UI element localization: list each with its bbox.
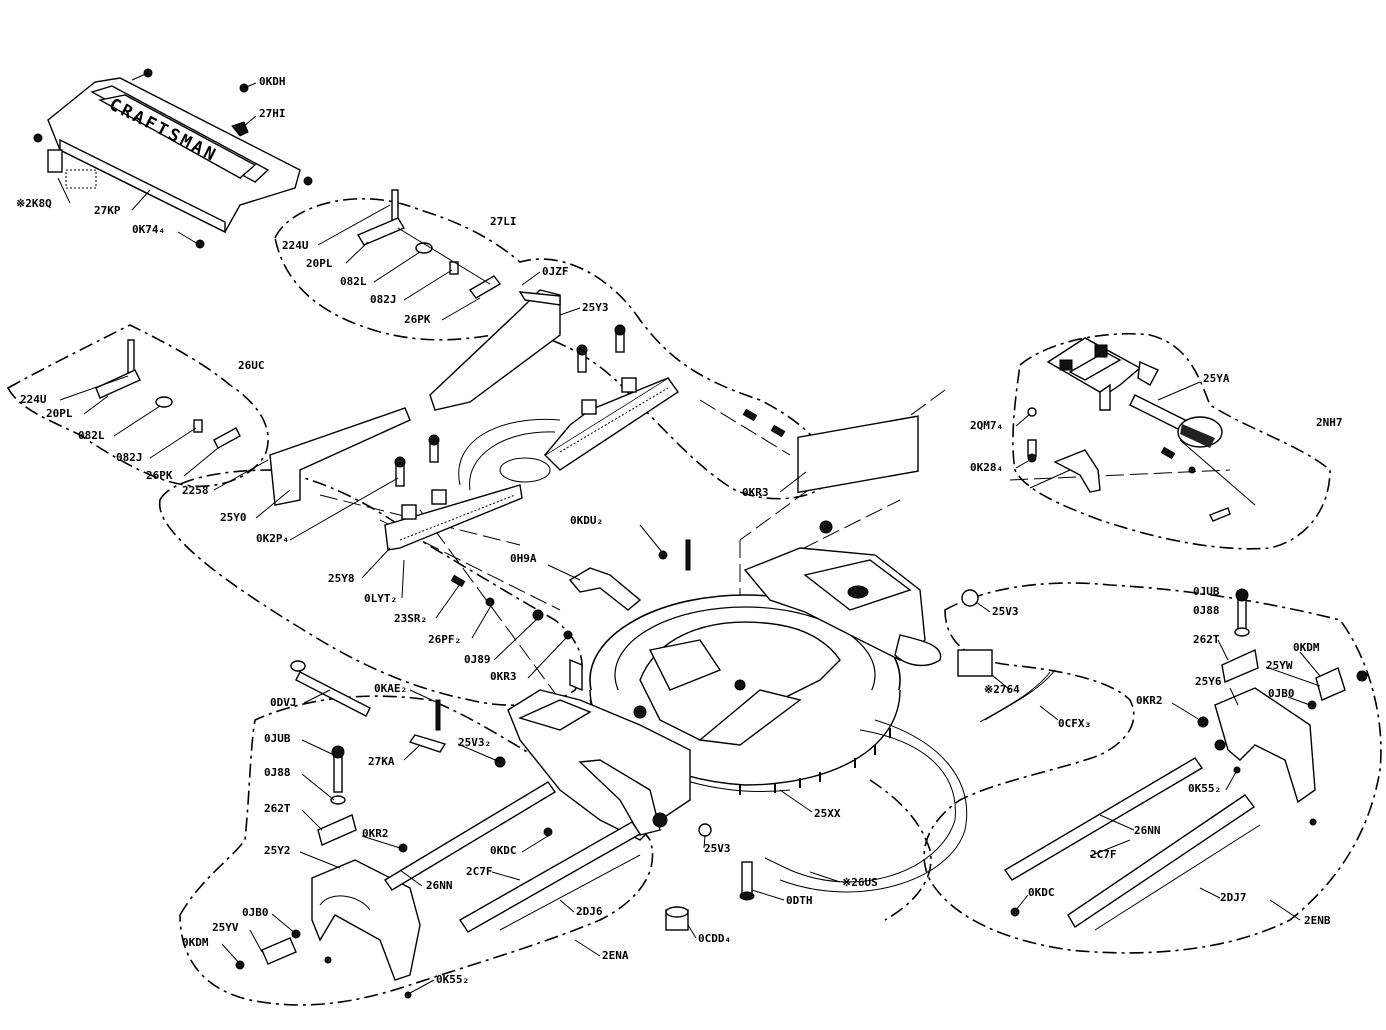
part-label: 27LI: [490, 215, 517, 228]
part-label: 0KR3: [490, 670, 517, 683]
leader-lines: [57, 82, 1321, 994]
rail-cover-27kp: CRAFTSMAN: [47, 77, 301, 234]
part-label: 0KR2: [1136, 694, 1163, 707]
part-label: 25V3: [992, 605, 1019, 618]
part-label: 26PF₂: [428, 633, 462, 646]
part-label: 2C7F: [1090, 848, 1117, 861]
part-label: 25Y0: [220, 511, 247, 524]
part-label: 0DTH: [786, 894, 813, 907]
part-label: 25YA: [1203, 372, 1230, 385]
part-label: 0CFX₃: [1058, 717, 1092, 730]
part-label: 0K74₄: [132, 223, 166, 236]
part-label: 0K28₄: [970, 461, 1004, 474]
bevel-parts-2qm7: [1027, 407, 1101, 493]
boundary-26uc: [6, 324, 269, 487]
turntable-and-base: [507, 415, 942, 841]
part-label: 082J: [116, 451, 143, 464]
part-label: 0CDD₄: [698, 932, 732, 945]
boundary-lower-center: [869, 779, 932, 921]
part-label: 27HI: [259, 107, 286, 120]
part-label: ※2K8Q: [16, 197, 52, 210]
part-label: 2C7F: [466, 865, 493, 878]
part-label: 0KDH: [259, 75, 286, 88]
part-label: 20PL: [306, 257, 333, 270]
part-label: 0JUB: [1193, 585, 1220, 598]
part-label: 25XX: [814, 807, 841, 820]
part-label: 2QM7₄: [970, 419, 1004, 432]
boundary-25ya: [1012, 332, 1331, 550]
part-label: 25Y6: [1195, 675, 1222, 688]
part-label: 0J88: [264, 766, 291, 779]
boundary-left-side-group: [158, 469, 583, 706]
part-label: 082L: [340, 275, 367, 288]
part-label: 262T: [264, 802, 291, 815]
part-label: 25Y8: [328, 572, 355, 585]
part-label: 2NH7: [1316, 416, 1343, 429]
part-label: 23SR₂: [394, 612, 428, 625]
fence-25y0: [269, 407, 523, 551]
part-label: 2ENA: [602, 949, 629, 962]
part-label: 26NN: [426, 879, 453, 892]
part-label: 0K55₂: [436, 973, 470, 986]
part-label: 0JB0: [242, 906, 269, 919]
part-label: 2DJ7: [1220, 891, 1247, 904]
part-label: 2DJ6: [576, 905, 603, 918]
part-label: 0LYT₂: [364, 592, 398, 605]
part-label: 25Y2: [264, 844, 291, 857]
left-small-parts: [290, 658, 583, 753]
part-label: 0KDM: [182, 936, 209, 949]
part-label: 0H9A: [510, 552, 537, 565]
part-label: 0KDM: [1293, 641, 1320, 654]
part-label: 0KR3: [742, 486, 769, 499]
part-label: 26NN: [1134, 824, 1161, 837]
part-label: 262T: [1193, 633, 1220, 646]
part-label: 0JB0: [1268, 687, 1295, 700]
part-label: 26UC: [238, 359, 265, 372]
part-label: 26PK: [146, 469, 173, 482]
part-label: 0KDC: [490, 844, 517, 857]
part-label: ※26US: [842, 876, 878, 889]
part-label: 082L: [78, 429, 105, 442]
fence-base-arc: [458, 418, 561, 491]
part-label: 25V3₂: [458, 736, 492, 749]
part-label: ※2764: [984, 683, 1020, 696]
part-label: 0K2P₄: [256, 532, 290, 545]
part-label: 0KDC: [1028, 886, 1055, 899]
part-label: 0J88: [1193, 604, 1220, 617]
part-label: 26PK: [404, 313, 431, 326]
screws-top: [33, 68, 313, 249]
part-label: 0DVJ: [270, 696, 297, 709]
part-label: 20PL: [46, 407, 73, 420]
bevel-lock-25ya: [1046, 337, 1256, 522]
part-label: 0J89: [464, 653, 491, 666]
fence-25y3: [429, 289, 679, 471]
part-label: 25YV: [212, 921, 239, 934]
part-label: 0K55₂: [1188, 782, 1222, 795]
lock-assembly-26uc: [95, 339, 241, 449]
lock-assembly-27li: [356, 189, 502, 299]
part-label: 0JUB: [264, 732, 291, 745]
right-extension-parts: [1003, 588, 1368, 931]
part-label: 224U: [20, 393, 47, 406]
part-label: 082J: [370, 293, 397, 306]
part-label: 25Y3: [582, 301, 609, 314]
part-label: 0KDU₂: [570, 514, 604, 527]
part-label: 0KAE₂: [374, 682, 408, 695]
part-label: 2258: [182, 484, 209, 497]
part-label: 0JZF: [542, 265, 569, 278]
part-label: 25YW: [1266, 659, 1293, 672]
part-label: 25V3: [704, 842, 731, 855]
part-label: 27KP: [94, 204, 121, 217]
part-label: 2ENB: [1304, 914, 1331, 927]
boundary-right-table-extension: [923, 582, 1382, 954]
fence-bolts: [394, 324, 811, 640]
part-label: 27KA: [368, 755, 395, 768]
part-label: 0KR2: [362, 827, 389, 840]
left-extension-parts: [235, 745, 641, 999]
part-label: 224U: [282, 239, 309, 252]
